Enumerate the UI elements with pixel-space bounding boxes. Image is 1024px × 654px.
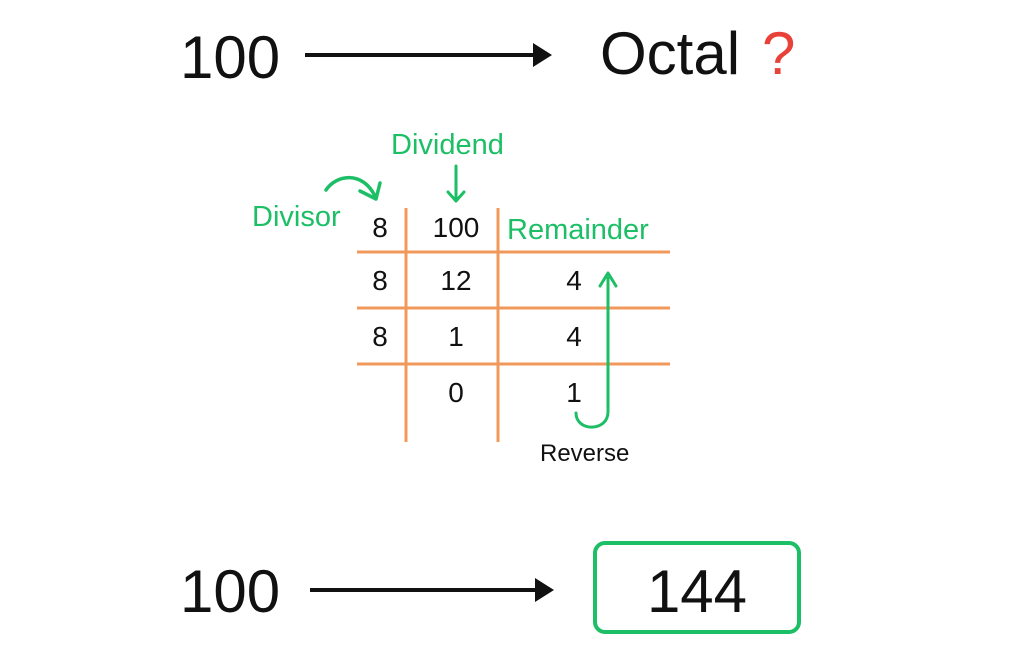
dividend-label: Dividend (391, 129, 504, 161)
table-cell-divisor: 8 (372, 212, 388, 243)
octal-result-box (593, 541, 801, 634)
remainder-label: Remainder (507, 214, 649, 246)
table-cell-dividend: 100 (432, 212, 480, 243)
table-cell-dividend: 12 (440, 265, 472, 296)
division-grid (357, 208, 670, 442)
reverse-label: Reverse (540, 440, 630, 467)
dividend-arrow (446, 164, 466, 203)
table-cell-divisor: 8 (372, 265, 388, 296)
bottom-arrow (310, 578, 554, 602)
reverse-arrow (574, 271, 618, 429)
target-base-label: Octal (600, 20, 741, 87)
octal-result-value: 144 (646, 558, 748, 625)
table-cell-remainder: 4 (566, 321, 582, 352)
table-cell-dividend: 1 (448, 321, 464, 352)
divisor-arrow (324, 176, 382, 201)
top-decimal-value: 100 (180, 24, 281, 91)
table-cell-dividend: 0 (448, 377, 464, 408)
bottom-decimal-value: 100 (180, 558, 281, 625)
table-cell-remainder: 1 (566, 377, 582, 408)
top-arrow (305, 43, 552, 67)
table-cell-divisor: 8 (372, 321, 388, 352)
table-cell-remainder: 4 (566, 265, 582, 296)
divisor-label: Divisor (252, 201, 341, 233)
question-mark: ? (762, 20, 796, 87)
